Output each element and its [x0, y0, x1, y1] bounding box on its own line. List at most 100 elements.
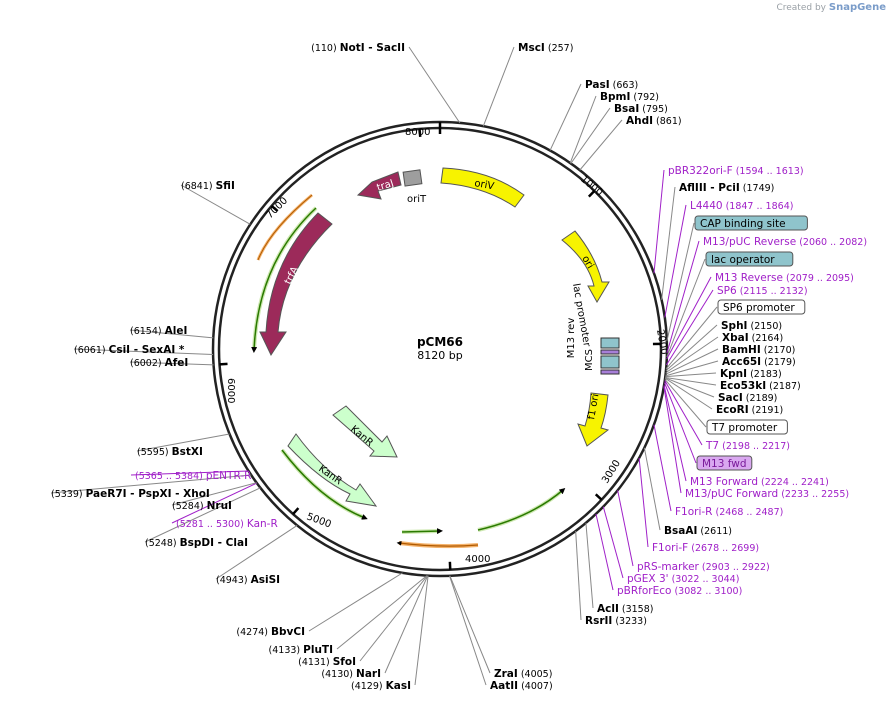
leader-line — [129, 361, 214, 366]
site-label-bsaai[interactable]: BsaAI (2611) — [664, 525, 732, 537]
site-label-pluti[interactable]: (4133) PluTI — [269, 644, 333, 656]
site-text: AflIII - PciI (1749) — [679, 182, 774, 194]
site-label-afei[interactable]: (6002) AfeI — [130, 357, 188, 369]
label-box — [696, 455, 753, 471]
tick-label: 3000 — [600, 458, 623, 485]
site-label-nari[interactable]: (4130) NarI — [321, 668, 381, 680]
site-label-saci[interactable]: SacI (2189) — [718, 392, 777, 404]
tick-label: 8000 — [405, 127, 430, 138]
site-label-pentr-r[interactable]: (5365 .. 5384) pENTR-R — [135, 470, 251, 482]
site-label-sphi[interactable]: SphI (2150) — [721, 320, 782, 332]
site-label-zrai[interactable]: ZraI (4005) — [494, 668, 552, 680]
site-label-bbvci[interactable]: (4274) BbvCI — [236, 626, 305, 638]
site-label-t7[interactable]: T7 (2198 .. 2217) — [705, 440, 790, 452]
site-label-afliii[interactable]: AflIII - PciI (1749) — [679, 182, 774, 194]
leader-line — [643, 447, 661, 531]
site-label-m13-fwd[interactable]: M13 fwd — [696, 455, 753, 471]
site-label-asisi[interactable]: (4943) AsiSI — [216, 574, 280, 586]
feature-ori[interactable]: ori — [561, 230, 610, 303]
site-label-acli[interactable]: AclI (3158) — [597, 603, 653, 615]
site-name: NruI — [207, 500, 232, 512]
site-label-acc65i[interactable]: Acc65I (2179) — [722, 356, 796, 368]
site-text: SphI (2150) — [721, 320, 782, 332]
site-name: BsaAI — [664, 525, 697, 537]
site-label-f1ori-r[interactable]: F1ori-R (2468 .. 2487) — [675, 506, 783, 518]
site-text: (5339) PaeR7I - PspXI - XhoI — [51, 488, 210, 500]
feature-oriV[interactable]: oriV — [440, 167, 525, 208]
site-label-prs-marker[interactable]: pRS-marker (2903 .. 2922) — [637, 561, 770, 573]
site-label-xbai[interactable]: XbaI (2164) — [722, 332, 783, 344]
tick-mark — [587, 190, 596, 198]
leader-line — [50, 474, 252, 494]
site-name: EcoRI — [716, 404, 749, 416]
site-label-ahdi[interactable]: AhdI (861) — [626, 115, 682, 127]
site-label-bamhi[interactable]: BamHI (2170) — [722, 344, 795, 356]
site-label-bstxi[interactable]: (5595) BstXI — [137, 446, 203, 458]
site-label-t7-promoter[interactable]: T7 promoter — [706, 419, 788, 435]
site-text: KpnI (2183) — [720, 368, 782, 380]
site-label-paer7i[interactable]: (5339) PaeR7I - PspXI - XhoI — [51, 488, 210, 500]
leader-line — [664, 204, 687, 318]
site-label-m13-puc-forward[interactable]: M13/pUC Forward (2233 .. 2255) — [685, 488, 849, 500]
site-name: PaeR7I — [86, 488, 127, 500]
credit: Created by SnapGene — [776, 2, 886, 13]
site-label-alei[interactable]: (6154) AleI — [130, 325, 187, 337]
site-label-sfoi[interactable]: (4131) SfoI — [298, 656, 356, 668]
leader-line — [359, 575, 428, 662]
site-position: (4274) — [236, 627, 271, 638]
site-position: (6002) — [130, 358, 165, 369]
primer-arcs — [251, 193, 566, 549]
tick-mark — [418, 128, 422, 138]
leader-line — [575, 530, 582, 621]
site-label-sp6[interactable]: SP6 (2115 .. 2132) — [717, 285, 808, 297]
site-label-ecori[interactable]: EcoRI (2191) — [716, 404, 783, 416]
site-label-sp6-promoter[interactable]: SP6 promoter — [717, 299, 806, 315]
leader-line — [653, 424, 672, 512]
site-name: BamHI — [722, 344, 761, 356]
site-name: ZraI — [494, 668, 518, 680]
site-name: T7 — [705, 440, 719, 452]
feature-traJ[interactable]: traJ — [356, 171, 402, 200]
site-label-f1ori-f[interactable]: F1ori-F (2678 .. 2699) — [652, 542, 759, 554]
feature-oriT[interactable]: oriT — [402, 169, 427, 205]
leader-line — [666, 222, 695, 342]
tick-mark — [594, 493, 603, 501]
site-label-pbr322ori-f[interactable]: pBR322ori-F (1594 .. 1613) — [668, 165, 804, 177]
feature-trfA[interactable]: trfA — [259, 212, 333, 357]
site-name: AclI — [597, 603, 619, 615]
site-label-nrui[interactable]: (5284) NruI — [172, 500, 232, 512]
site-name: XbaI — [722, 332, 749, 344]
site-label-pgex-3-[interactable]: pGEX 3' (3022 .. 3044) — [627, 573, 739, 585]
site-label-pasi[interactable]: PasI (663) — [585, 79, 638, 91]
site-label-csii[interactable]: (6061) CsiI - SexAI * — [74, 344, 185, 356]
feature-f1-ori[interactable]: f1 ori — [577, 392, 610, 447]
leader-line — [408, 46, 461, 124]
leader-line — [579, 119, 623, 171]
site-label-msci[interactable]: MscI (257) — [518, 42, 573, 54]
site-label-cap-binding-site[interactable]: CAP binding site — [694, 215, 808, 231]
site-position: (3082 .. 3100) — [671, 586, 742, 597]
site-label-bpmi[interactable]: BpmI (792) — [600, 91, 659, 103]
site-label-noti[interactable]: (110) NotI - SacII — [311, 42, 405, 54]
site-label-eco53ki[interactable]: Eco53kI (2187) — [720, 380, 801, 392]
site-label-kasi[interactable]: (4129) KasI — [351, 680, 411, 692]
feature-kanR-1[interactable]: KanR — [332, 405, 398, 458]
site-label-rsrii[interactable]: RsrII (3233) — [585, 615, 647, 627]
site-label-kpni[interactable]: KpnI (2183) — [720, 368, 782, 380]
site-position: (663) — [610, 80, 639, 91]
site-name: SfoI — [333, 656, 356, 668]
feature-mcs-block[interactable]: M13 rev MCS — [566, 318, 620, 375]
site-label-kan-r[interactable]: (5281 .. 5300) Kan-R — [176, 518, 278, 530]
site-label-bsai[interactable]: BsaI (795) — [614, 103, 668, 115]
site-label-l4440[interactable]: L4440 (1847 .. 1864) — [690, 200, 793, 212]
site-label-m13-puc-reverse[interactable]: M13/pUC Reverse (2060 .. 2082) — [703, 236, 867, 248]
site-label-m13-reverse[interactable]: M13 Reverse (2079 .. 2095) — [715, 272, 854, 284]
site-label-sfii[interactable]: (6841) SfiI — [181, 180, 235, 192]
site-label-pbrforeco[interactable]: pBRforEco (3082 .. 3100) — [617, 585, 742, 597]
site-text: pGEX 3' (3022 .. 3044) — [627, 573, 739, 585]
site-label-lac-operator[interactable]: lac operator — [705, 251, 794, 267]
site-label-m13-forward[interactable]: M13 Forward (2224 .. 2241) — [690, 476, 829, 488]
site-label-bspdi[interactable]: (5248) BspDI - ClaI — [145, 537, 248, 549]
site-text: Eco53kI (2187) — [720, 380, 801, 392]
site-label-aatii[interactable]: AatII (4007) — [490, 680, 553, 692]
